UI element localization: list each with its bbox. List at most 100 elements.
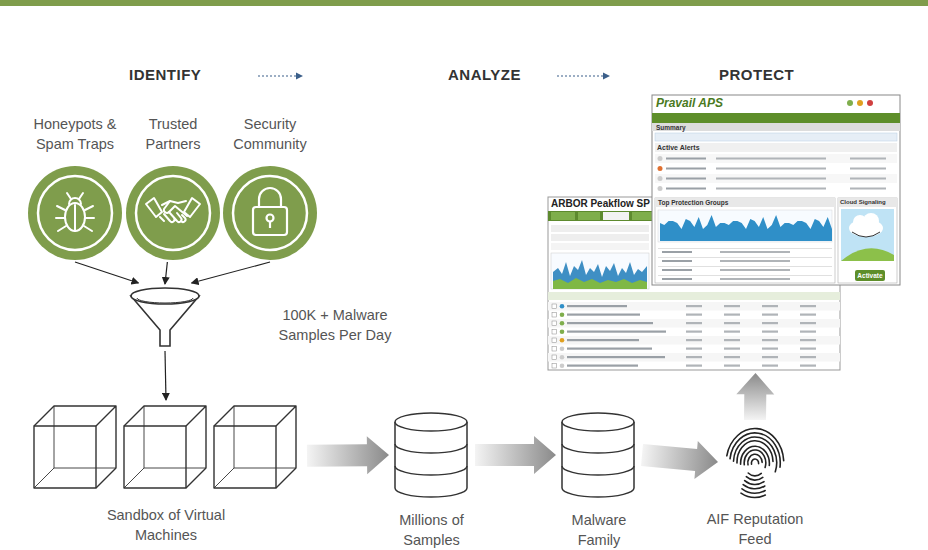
cube-edges — [124, 406, 206, 488]
fingerprint-ridge — [730, 433, 780, 467]
alert-icon — [658, 176, 663, 181]
row-text-line — [666, 178, 706, 180]
drawing-part — [553, 260, 647, 289]
drawing-part — [551, 225, 649, 232]
drawing-part — [863, 213, 879, 229]
row-value-line — [762, 331, 778, 333]
cube-edges — [214, 406, 296, 488]
drawing-part — [841, 209, 894, 261]
drawing-part — [857, 100, 863, 106]
checkbox — [552, 330, 557, 335]
fingerprint-ridge — [748, 454, 762, 465]
fingerprint-ridge — [744, 450, 766, 467]
bug-icon — [56, 193, 94, 231]
fingerprint-ridge — [751, 459, 758, 464]
row-text-line — [567, 314, 640, 316]
screen-text: Activate — [855, 272, 885, 279]
node-label: Security Community — [225, 114, 315, 154]
row-value-line — [762, 305, 778, 307]
row-value-line — [724, 348, 740, 350]
row-text-line — [716, 158, 826, 160]
row-text-line — [567, 339, 639, 341]
row-text-line — [666, 158, 706, 160]
fingerprint-ridge — [737, 441, 773, 463]
drawing-part — [603, 73, 610, 80]
row-text-line — [567, 305, 627, 307]
funnel-node: 100K + Malware Samples Per Day — [130, 286, 200, 348]
status-dot — [560, 363, 565, 368]
row-text-line — [850, 188, 886, 190]
row-text-line — [720, 260, 790, 262]
source-circles — [28, 166, 317, 260]
row-value-line — [724, 305, 740, 307]
fingerprint-ridge — [743, 485, 765, 489]
handshake-icon — [146, 198, 200, 222]
drawing-part — [655, 198, 835, 207]
cube-back-edges — [214, 406, 296, 488]
drawing-part — [551, 253, 649, 289]
checkbox — [552, 355, 557, 360]
row-value-line — [800, 339, 816, 341]
sandbox-node: Sandbox of Virtual Machines — [30, 404, 302, 500]
row-value-line — [762, 365, 778, 367]
row-text-line — [567, 365, 638, 367]
sandbox-cubes — [34, 406, 296, 488]
row-text-line — [662, 260, 692, 262]
column-heading: ANALYZE — [448, 66, 521, 83]
drawing-part — [551, 243, 649, 250]
status-dot — [560, 338, 565, 343]
column-heading: PROTECT — [719, 66, 794, 83]
row-value-line — [686, 331, 702, 333]
checkbox — [552, 338, 557, 343]
database-node: Malware Family — [560, 411, 637, 499]
fingerprint-ridge — [745, 481, 764, 485]
row-text-line — [666, 168, 706, 170]
row-value-line — [724, 331, 740, 333]
row-value-line — [724, 314, 740, 316]
column-heading: IDENTIFY — [129, 66, 201, 83]
drawing-part — [233, 176, 307, 250]
drawing-part — [553, 278, 647, 289]
fingerprint-ridge — [741, 446, 770, 465]
table-rule — [658, 266, 832, 268]
row-value-line — [686, 322, 702, 324]
cylinder-band — [395, 444, 467, 453]
node-label: Millions of Samples — [379, 510, 484, 550]
drawing-part — [655, 143, 897, 152]
drawing-part — [136, 176, 210, 250]
row-value-line — [800, 314, 816, 316]
fingerprint-icon — [727, 429, 784, 498]
row-value-line — [686, 305, 702, 307]
status-dot — [560, 321, 565, 326]
drawing-part — [162, 201, 186, 205]
drawing-part — [855, 270, 885, 281]
drawing-part — [223, 166, 317, 260]
row-text-line — [666, 188, 706, 190]
drawing-part — [253, 207, 287, 235]
drawing-part — [557, 75, 603, 76]
row-value-line — [724, 339, 740, 341]
source-circle: Honeypots & Spam Traps — [28, 166, 122, 260]
drawing-part — [632, 212, 654, 220]
checkbox — [552, 347, 557, 352]
drawing-part — [841, 248, 894, 261]
row-text-line — [720, 278, 790, 280]
drawing-part — [655, 133, 897, 141]
drawing-part — [38, 176, 112, 250]
row-value-line — [686, 365, 702, 367]
cylinder-top — [395, 413, 467, 431]
screen-text: Pravail APS — [656, 97, 723, 110]
table-row — [548, 302, 840, 311]
alert-row — [655, 164, 897, 173]
drawing-part — [131, 296, 199, 346]
drawing-part — [867, 100, 873, 106]
row-value-line — [800, 305, 816, 307]
row-value-line — [686, 348, 702, 350]
drawing-part — [56, 206, 94, 231]
row-value-line — [800, 356, 816, 358]
drawing-part — [578, 212, 600, 220]
cylinder-body — [395, 422, 467, 497]
row-text-line — [850, 158, 886, 160]
cylinder-band — [395, 466, 467, 475]
